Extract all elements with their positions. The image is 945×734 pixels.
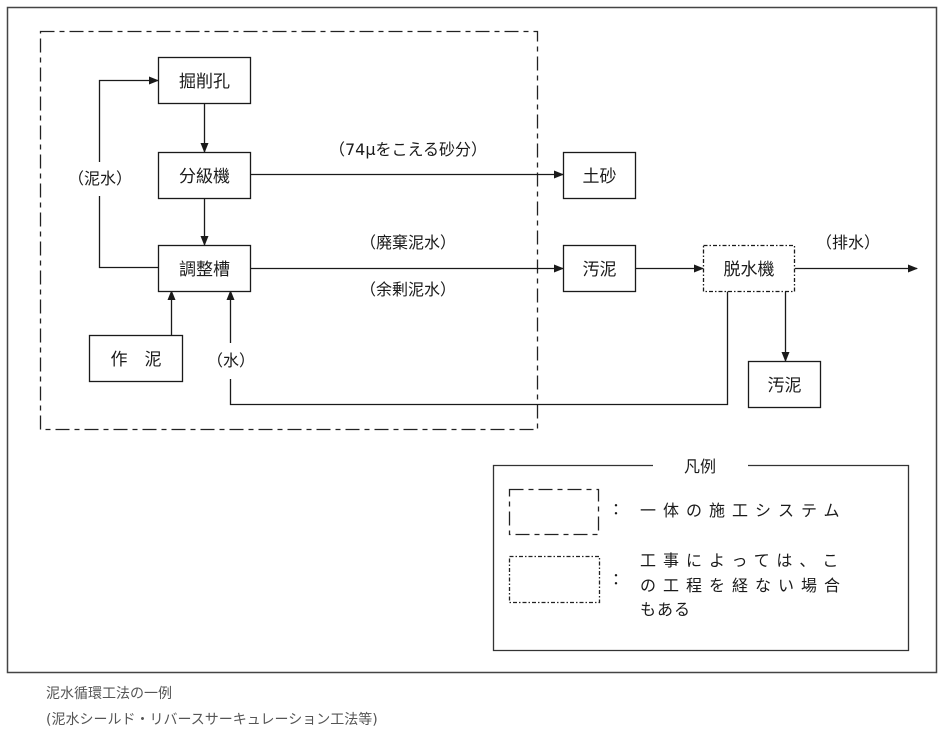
legend-swatch-dotted	[508, 555, 601, 604]
legend: 凡例 ： 一体の施工システム ： 工事によっては、こ の工程を経ない場合 もある	[492, 457, 910, 652]
label-surplus-slurry: （余剰泥水）	[360, 280, 456, 299]
legend-item-2-line-3: もある	[640, 600, 691, 619]
caption-subtitle: (泥水シールド・リバースサーキュレーション工法等)	[46, 712, 378, 728]
legend-separator-1: ：	[612, 499, 635, 518]
node-sludge-label: 汚泥	[583, 260, 617, 280]
caption-title: 泥水循環工法の一例	[46, 686, 172, 702]
label-over-74-micron-sand: （74μをこえる砂分）	[329, 140, 487, 159]
edge-slurry-return-upper	[98, 76, 159, 162]
label-waste-slurry: （廃棄泥水）	[360, 233, 456, 252]
node-sludge-output	[747, 360, 822, 409]
integrated-system-boundary	[39, 30, 539, 431]
label-water: （水）	[207, 351, 255, 370]
label-slurry-return: （泥水）	[68, 169, 132, 188]
node-mud-making	[88, 334, 184, 383]
label-drainage: （排水）	[816, 233, 880, 252]
node-dewatering-machine-label: 脱水機	[724, 260, 775, 280]
legend-item-2-line-1: 工事によっては、こ	[640, 551, 845, 570]
legend-swatch-dash-dot	[508, 488, 600, 536]
node-excavation-hole-label: 掘削孔	[179, 72, 230, 92]
node-classifier-label: 分級機	[179, 167, 230, 187]
legend-item-2-line-2: の工程を経ない場合	[640, 576, 847, 595]
node-mud-making-label: 作 泥	[111, 350, 162, 370]
node-sludge-output-label: 汚泥	[768, 376, 802, 396]
legend-title: 凡例	[684, 457, 716, 476]
node-sludge	[562, 244, 637, 293]
node-dewatering-machine	[702, 244, 796, 293]
edge-water-return	[229, 291, 729, 406]
outer-frame	[6, 6, 938, 674]
legend-separator-2: ：	[612, 569, 635, 588]
node-adjustment-tank	[157, 244, 252, 293]
legend-frame	[492, 464, 910, 652]
node-classifier	[157, 151, 252, 200]
node-soil-sand	[562, 151, 637, 200]
legend-item-1-line-1: 一体の施工システム	[640, 501, 847, 520]
node-excavation-hole	[157, 56, 252, 105]
node-soil-sand-label: 土砂	[583, 167, 617, 187]
node-adjustment-tank-label: 調整槽	[179, 260, 230, 280]
edge-slurry-return	[98, 196, 158, 269]
